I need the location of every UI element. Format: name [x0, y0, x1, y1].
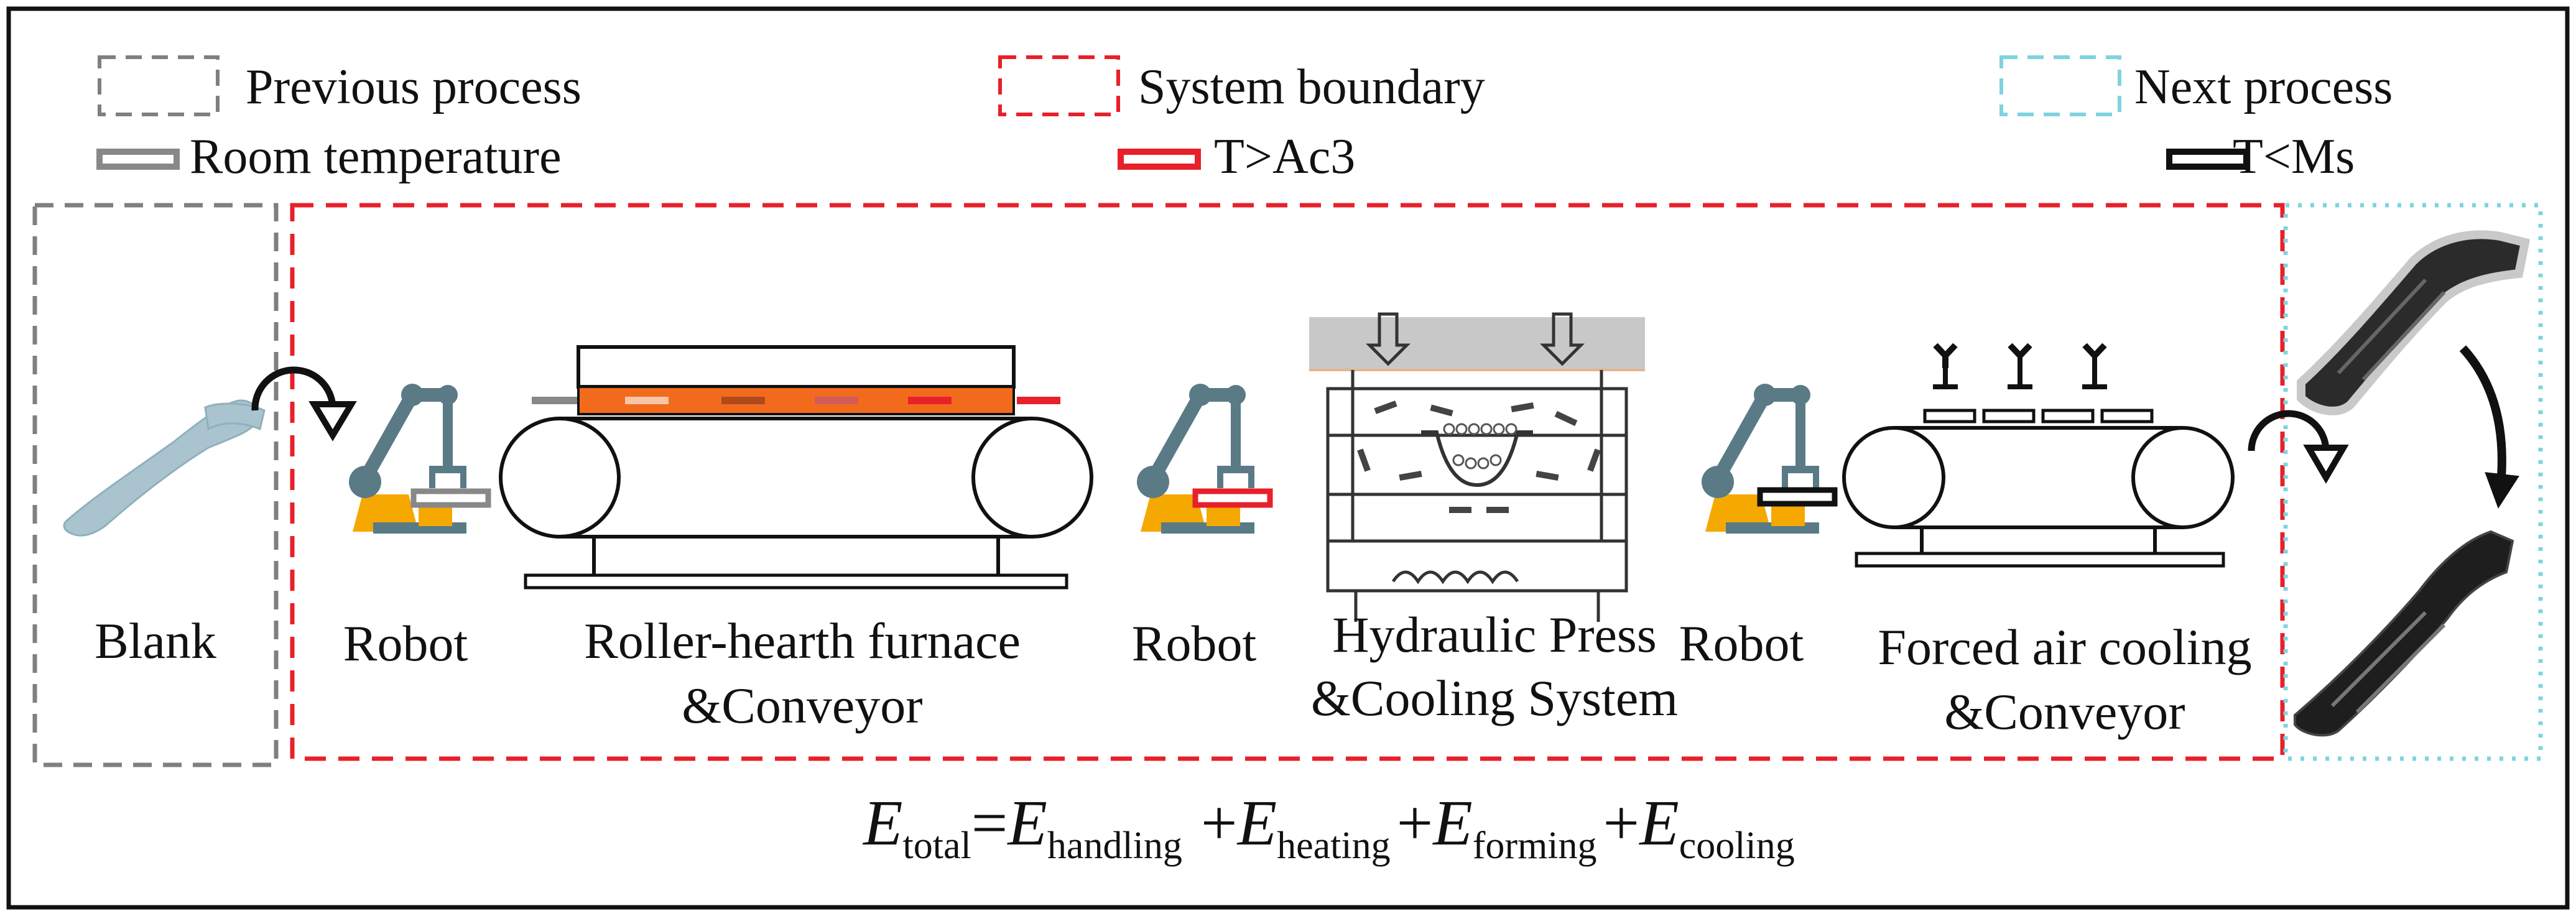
label-robot-1: Robot: [343, 615, 468, 672]
eq-plus-1: +: [1201, 787, 1238, 859]
eq-e-cooling: E: [1638, 787, 1679, 859]
eq-e-total: E: [862, 787, 903, 859]
transfer-arrow-out-of-system-icon: [2248, 410, 2349, 484]
blank-part-image: [63, 399, 266, 537]
label-press-line1: Hydraulic Press: [1332, 606, 1657, 663]
legend-next-process-swatch: [1999, 55, 2121, 116]
formed-part-cooled-image: [2294, 530, 2514, 737]
label-press-line2: &Cooling System: [1311, 670, 1678, 726]
eq-sub-heating: heating: [1277, 825, 1391, 867]
cooling-transition-arrow-icon: [2459, 345, 2519, 509]
label-blank: Blank: [95, 613, 216, 669]
robot-1-icon: [349, 384, 491, 534]
eq-sub-handling: handling: [1047, 825, 1182, 867]
robot-3-icon: [1702, 384, 1838, 534]
label-furnace-line2: &Conveyor: [682, 677, 922, 734]
label-cooling-line1: Forced air cooling: [1878, 619, 2251, 675]
legend-previous-process-swatch: [98, 55, 220, 116]
eq-plus-2: +: [1397, 787, 1434, 859]
legend-t-ms: T<Ms: [2233, 129, 2355, 184]
eq-e-heating: E: [1236, 787, 1277, 859]
eq-sub-forming: forming: [1473, 825, 1597, 867]
transfer-arrow-into-system-icon: [251, 366, 357, 442]
outer-frame: [6, 6, 2570, 910]
eq-equals: =: [971, 787, 1008, 859]
legend-previous-process: Previous process: [246, 60, 581, 114]
next-process-boundary: [2283, 203, 2543, 761]
legend-t-ac3-swatch: [1118, 149, 1201, 170]
energy-equation: Etotal=Ehandling+Eheating+Eforming+Ecool…: [862, 787, 1795, 867]
label-robot-3: Robot: [1679, 615, 1804, 672]
eq-plus-3: +: [1603, 787, 1640, 859]
formed-part-hot-image: [2297, 230, 2531, 415]
legend-room-temperature-swatch: [96, 149, 180, 170]
legend-t-ac3: T>Ac3: [1214, 129, 1355, 184]
legend-t-ms-swatch: [2166, 149, 2249, 170]
legend-next-process: Next process: [2134, 60, 2393, 114]
eq-sub-total: total: [903, 825, 971, 867]
system-boundary: [290, 203, 2285, 761]
previous-process-boundary: [32, 203, 279, 767]
roller-hearth-furnace-icon: [499, 345, 1093, 590]
hydraulic-press-icon: [1309, 312, 1645, 622]
eq-e-handling: E: [1006, 787, 1047, 859]
label-furnace-line1: Roller-hearth furnace: [584, 613, 1021, 669]
forced-air-cooling-conveyor-icon: [1842, 343, 2235, 568]
robot-2-icon: [1137, 384, 1273, 534]
eq-e-forming: E: [1432, 787, 1473, 859]
legend-system-boundary: System boundary: [1138, 60, 1485, 114]
eq-sub-cooling: cooling: [1679, 825, 1795, 867]
label-robot-2: Robot: [1132, 615, 1257, 672]
legend-system-boundary-swatch: [998, 55, 1120, 116]
legend-room-temperature: Room temperature: [190, 129, 562, 184]
label-cooling-line2: &Conveyor: [1944, 683, 2185, 740]
